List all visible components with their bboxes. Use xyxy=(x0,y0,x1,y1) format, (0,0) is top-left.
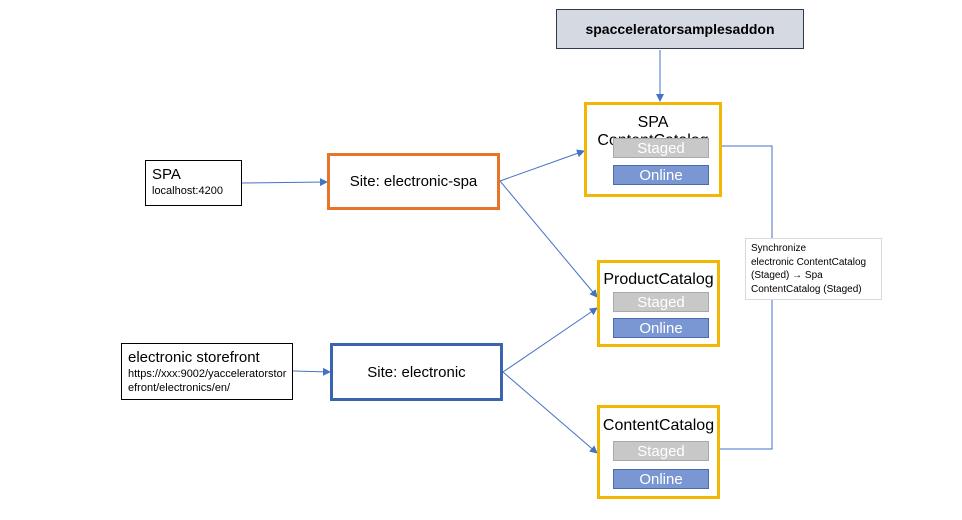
site-electronic-label: Site: electronic xyxy=(367,363,466,381)
storefront-source-box: electronic storefront https://xxx:9002/y… xyxy=(121,343,293,400)
storefront-source-url-line1: https://xxx:9002/yacceleratorstor xyxy=(128,368,287,380)
arrow-spa-site-to-spa-catalog xyxy=(499,149,585,182)
addon-label: spacceleratorsamplesaddon xyxy=(585,21,775,37)
site-electronic: Site: electronic xyxy=(330,343,503,401)
spa-source-box: SPA localhost:4200 xyxy=(145,160,242,206)
arrow-storefront-to-electronic-site xyxy=(292,367,331,376)
arrow-spa-site-to-product-catalog xyxy=(499,180,598,298)
spa-content-online: Online xyxy=(613,165,709,185)
site-electronic-spa: Site: electronic-spa xyxy=(327,153,500,210)
content-catalog-title: ContentCatalog xyxy=(602,417,715,434)
product-catalog-title: ProductCatalog xyxy=(603,271,714,288)
spa-content-catalog: SPA ContentCatalog Staged Online xyxy=(584,102,722,197)
arrow-electronic-site-to-product-catalog xyxy=(502,307,598,373)
content-catalog: ContentCatalog Staged Online xyxy=(597,405,720,499)
product-staged: Staged xyxy=(613,292,709,312)
spa-source-name: SPA xyxy=(152,166,181,183)
sync-note-line4: ContentCatalog (Staged) xyxy=(751,283,862,295)
product-catalog: ProductCatalog Staged Online xyxy=(597,260,720,347)
storefront-source-name: electronic storefront xyxy=(128,349,260,366)
product-online: Online xyxy=(613,318,709,338)
storefront-source-url-line2: efront/electronics/en/ xyxy=(128,382,231,394)
sync-note-line2: electronic ContentCatalog xyxy=(751,256,867,268)
arrow-spa-source-to-spa-site xyxy=(241,178,328,187)
sync-note: Synchronize electronic ContentCatalog (S… xyxy=(745,238,882,300)
site-electronic-spa-label: Site: electronic-spa xyxy=(349,173,478,190)
spa-content-staged: Staged xyxy=(613,138,709,158)
arrow-electronic-site-to-content-catalog xyxy=(502,371,598,454)
sync-note-line1: Synchronize xyxy=(751,243,807,254)
content-staged: Staged xyxy=(613,441,709,461)
sync-note-line3: (Staged) → Spa xyxy=(751,270,823,281)
spa-source-url: localhost:4200 xyxy=(152,185,223,197)
content-online: Online xyxy=(613,469,709,489)
addon-box: spacceleratorsamplesaddon xyxy=(556,9,804,49)
